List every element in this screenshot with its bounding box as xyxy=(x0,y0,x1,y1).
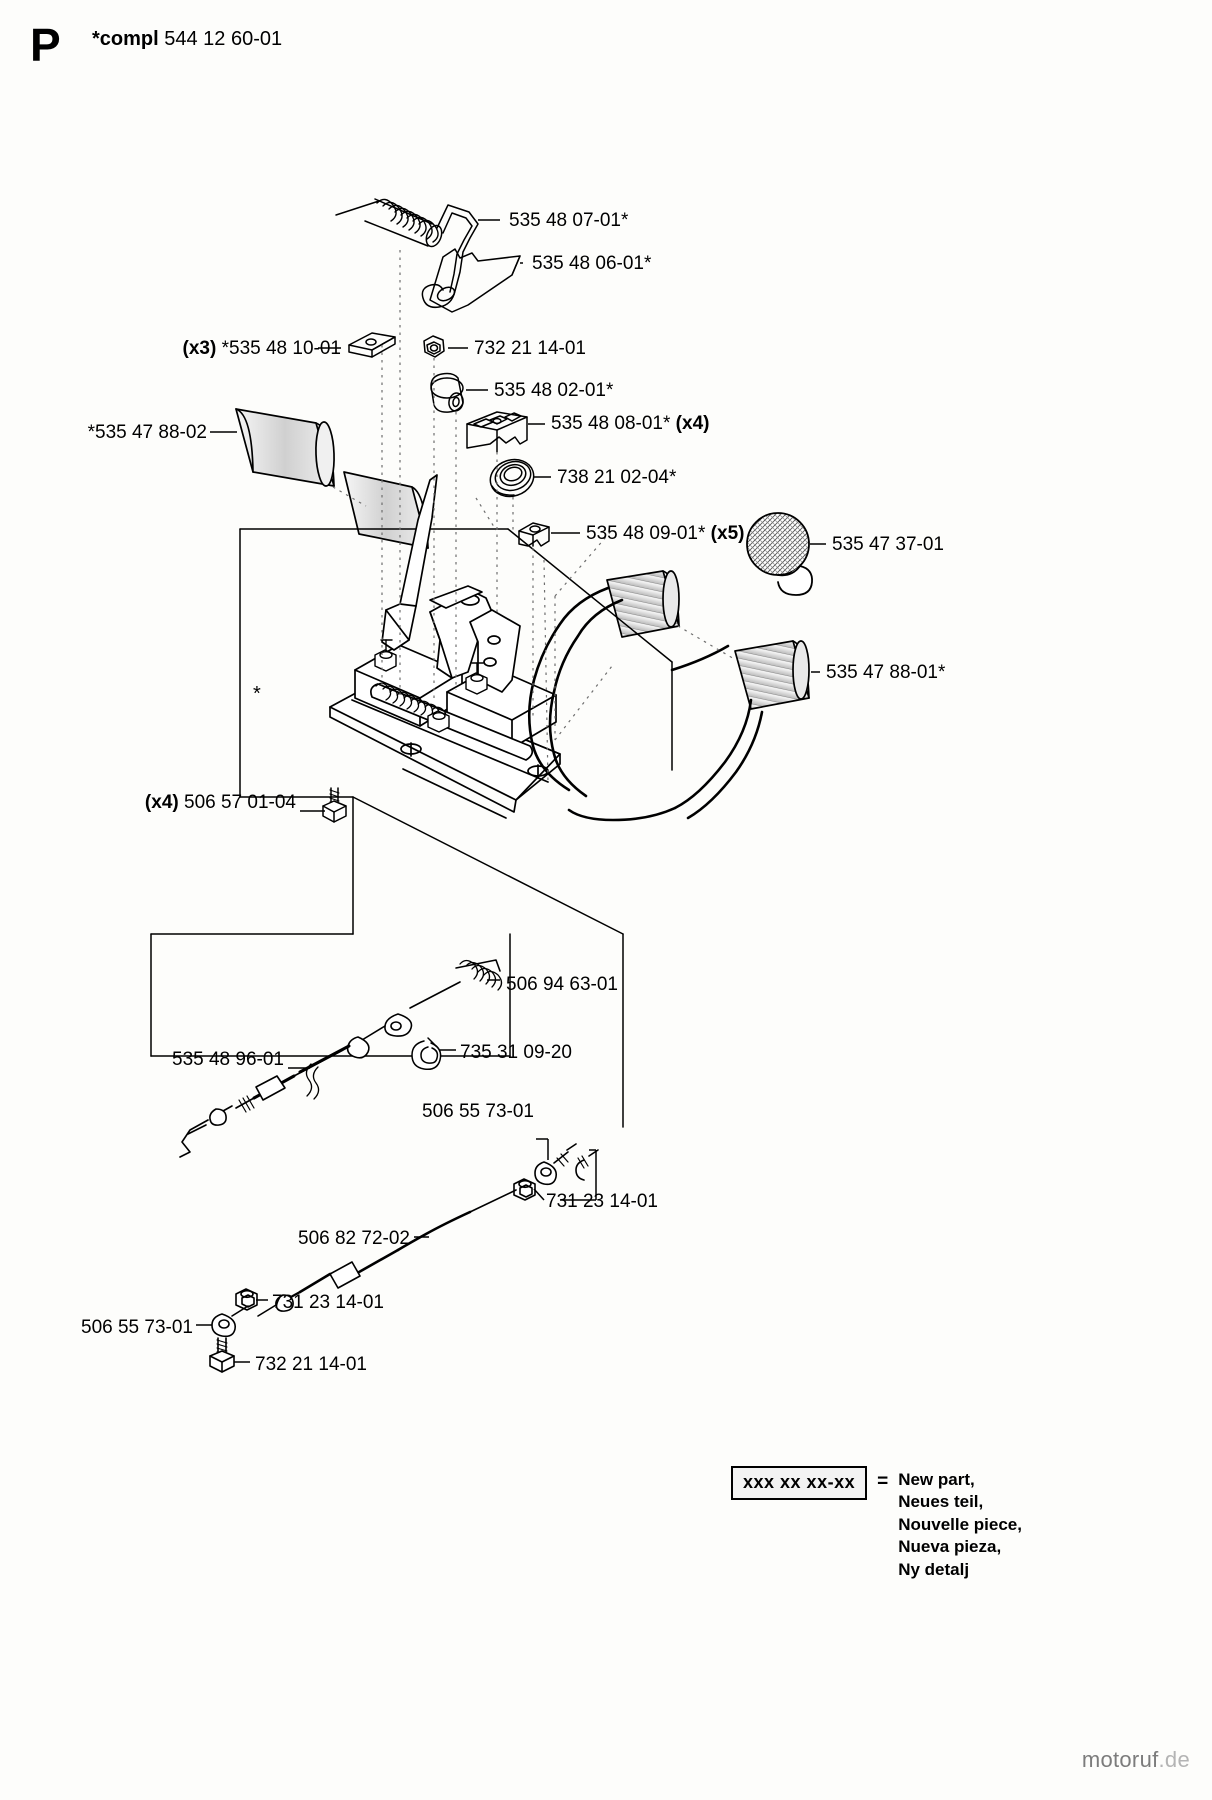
label-block-x4: 535 48 08-01* (x4) xyxy=(551,414,709,433)
label-nut-upper: 732 21 14-01 xyxy=(474,338,586,359)
label-latch-arm: 535 48 06-01* xyxy=(532,253,652,274)
label-bolt-x4-count: (x4) xyxy=(144,792,179,813)
legend-code: xxx xx xx-xx xyxy=(731,1466,868,1500)
label-clip-x5-number: 535 48 09-01* xyxy=(586,523,706,544)
round-knob-part xyxy=(746,512,813,596)
label-cable-lower: 506 82 72-02 xyxy=(298,1228,410,1249)
latch-lever-part xyxy=(429,248,521,313)
label-ball-joint-upper: 506 55 73-01 xyxy=(422,1101,534,1122)
legend-line-de: Neues teil, xyxy=(898,1492,984,1512)
label-circlip: 735 31 09-20 xyxy=(460,1042,572,1063)
label-grip-short: 535 47 88-01* xyxy=(826,662,946,683)
clamp-block-part xyxy=(466,411,528,453)
site-watermark: motoruf.de xyxy=(1082,1747,1190,1773)
sheet-letter: P xyxy=(30,19,61,71)
label-spring-top: 535 48 07-01* xyxy=(509,210,629,231)
pedal-base-assembly xyxy=(150,474,764,1128)
label-block-x4-number: 535 48 08-01* xyxy=(551,413,671,434)
label-cable-upper: 535 48 96-01 xyxy=(172,1049,284,1070)
label-grip-long: *535 47 88-02 xyxy=(87,422,207,443)
lock-nut-part xyxy=(423,335,445,358)
watermark-domain: .de xyxy=(1158,1747,1190,1772)
bushing-part xyxy=(430,372,464,413)
legend-line-en: New part, xyxy=(898,1470,975,1489)
assembly-reference: *compl 544 12 60-01 xyxy=(92,28,282,51)
label-ball-joint-lower: 506 55 73-01 xyxy=(81,1317,193,1338)
label-knob-round: 535 47 37-01 xyxy=(832,534,944,555)
hex-bolt-part xyxy=(322,787,347,823)
label-nut-joint-upper: 731 23 14-01 xyxy=(546,1191,658,1212)
label-spacer: 535 48 02-01* xyxy=(494,380,614,401)
label-nut-joint-lower: 731 23 14-01 xyxy=(272,1292,384,1313)
retainer-clip-part xyxy=(518,522,550,547)
compl-prefix: *compl xyxy=(92,28,159,50)
label-spring-cable: 506 94 63-01 xyxy=(506,974,618,995)
circlip-part xyxy=(411,1037,442,1071)
legend-line-es: Nueva pieza, xyxy=(898,1537,1002,1557)
label-plate-x3: (x3) *535 48 10-01 xyxy=(183,339,341,358)
legend-equals: = xyxy=(877,1471,889,1492)
throttle-cable-lower xyxy=(209,1143,599,1373)
label-bolt-x4: (x4) 506 57 01-04 xyxy=(145,793,296,812)
label-bolt-x4-number: 506 57 01-04 xyxy=(184,792,296,813)
legend-line-fr: Nouvelle piece, xyxy=(898,1514,1022,1534)
label-plate-x3-count: (x3) xyxy=(182,338,217,359)
handle-grip-bail-upper xyxy=(606,570,680,638)
tension-spring-part xyxy=(335,198,479,309)
handle-grip-long-part xyxy=(235,408,335,487)
legend-line-sv: Ny detalj xyxy=(898,1559,970,1579)
throttle-cable-upper xyxy=(179,959,503,1158)
label-clip-x5: 535 48 09-01* (x5) xyxy=(586,524,744,543)
label-clip-x5-count: (x5) xyxy=(710,523,745,544)
flat-plate-part xyxy=(348,332,396,358)
new-part-legend: xxx xx xx-xx = New part, Neues teil, Nou… xyxy=(731,1466,1022,1581)
label-bearing: 738 21 02-04* xyxy=(557,467,677,488)
ball-bearing-part xyxy=(489,458,535,498)
watermark-name: motoruf xyxy=(1081,1747,1159,1772)
label-block-x4-count: (x4) xyxy=(675,413,710,434)
compl-number: 544 12 60-01 xyxy=(164,28,283,50)
handle-grip-short-part xyxy=(734,640,810,710)
base-plate-star-marker: * xyxy=(253,683,261,705)
label-nut-lower: 732 21 14-01 xyxy=(255,1354,367,1375)
legend-translations: New part, Neues teil, Nouvelle piece, Nu… xyxy=(898,1466,1022,1581)
label-plate-x3-number: *535 48 10-01 xyxy=(221,338,341,359)
